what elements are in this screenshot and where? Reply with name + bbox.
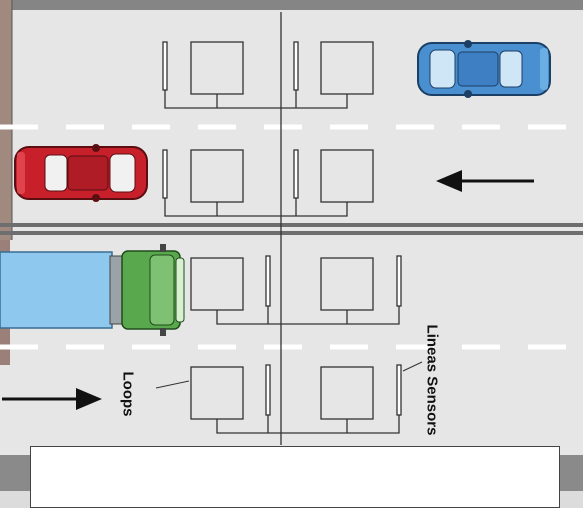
- truck-trailer: [0, 252, 112, 328]
- linear-sensor: [397, 256, 401, 306]
- top-edge-band: [0, 0, 583, 10]
- linear-sensor: [163, 42, 167, 90]
- loops-label: Loops: [120, 372, 137, 417]
- linear-sensor: [163, 150, 167, 198]
- red-car: [15, 144, 147, 202]
- linear-sensor: [266, 256, 270, 306]
- blue-car: [418, 40, 550, 98]
- roadside-strip-top: [0, 0, 12, 240]
- caption-box: [30, 446, 560, 508]
- linear-sensor: [266, 365, 270, 415]
- road-diagram: [0, 0, 583, 491]
- linear-sensor: [294, 42, 298, 90]
- linear-sensor: [294, 150, 298, 198]
- linear-sensor: [397, 365, 401, 415]
- median-line: [0, 223, 583, 227]
- linear-sensors-label: Lineas Sensors: [424, 325, 441, 436]
- median-line-2: [0, 231, 583, 235]
- truck: [0, 244, 184, 336]
